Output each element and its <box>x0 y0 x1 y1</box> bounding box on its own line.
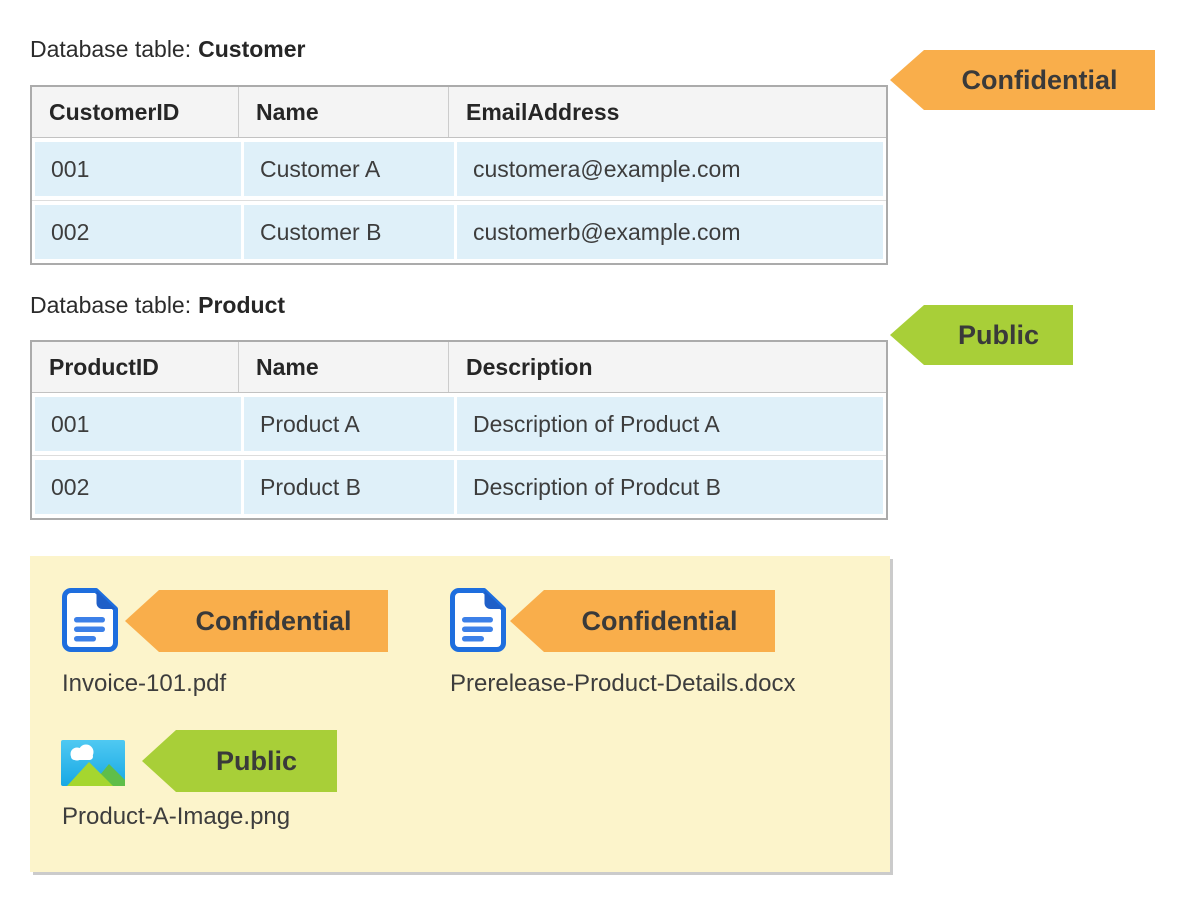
table-row: 001 Product A Description of Product A <box>35 397 883 451</box>
product-table-header-row: ProductID Name Description <box>32 342 886 393</box>
files-panel: Confidential Invoice-101.pdf Confidentia… <box>30 556 890 872</box>
public-flag-file3-label: Public <box>215 745 297 776</box>
product-table-header-name: Name <box>238 342 448 392</box>
customer-row1-name: Customer A <box>244 142 454 196</box>
row-divider <box>32 200 886 201</box>
customer-table-title: Database table:Customer <box>30 36 305 63</box>
confidential-flag-file2-label: Confidential <box>581 605 738 636</box>
product-row1-id: 001 <box>35 397 241 451</box>
customer-title-prefix: Database table: <box>30 36 192 62</box>
table-row: 002 Product B Description of Prodcut B <box>35 460 883 514</box>
customer-row1-email: customera@example.com <box>457 142 883 196</box>
customer-table-header-row: CustomerID Name EmailAddress <box>32 87 886 138</box>
customer-row1-id: 001 <box>35 142 241 196</box>
table-row: 001 Customer A customera@example.com <box>35 142 883 196</box>
product-row2-name: Product B <box>244 460 454 514</box>
table-row: 002 Customer B customerb@example.com <box>35 205 883 259</box>
product-row1-description: Description of Product A <box>457 397 883 451</box>
image-icon <box>61 740 125 786</box>
confidential-flag-file2: Confidential <box>510 590 775 652</box>
product-table-title: Database table:Product <box>30 292 285 319</box>
customer-table-header-emailaddress: EmailAddress <box>448 87 886 137</box>
product-title-name: Product <box>198 292 286 318</box>
public-flag-file3: Public <box>142 730 337 792</box>
product-row2-id: 002 <box>35 460 241 514</box>
public-flag-product: Public <box>890 305 1073 365</box>
customer-title-name: Customer <box>198 36 306 62</box>
row-divider <box>32 455 886 456</box>
product-row2-description: Description of Prodcut B <box>457 460 883 514</box>
confidential-flag-customer: Confidential <box>890 50 1155 110</box>
file-name-product-image: Product-A-Image.png <box>62 803 291 830</box>
product-table: ProductID Name Description 001 Product A… <box>30 340 888 520</box>
customer-row2-email: customerb@example.com <box>457 205 883 259</box>
confidential-flag-customer-label: Confidential <box>961 64 1118 95</box>
public-flag-product-label: Public <box>957 319 1039 350</box>
confidential-flag-file1: Confidential <box>125 590 388 652</box>
customer-row2-id: 002 <box>35 205 241 259</box>
customer-table-header-name: Name <box>238 87 448 137</box>
file-name-prerelease-details: Prerelease-Product-Details.docx <box>450 670 796 697</box>
customer-table-header-customerid: CustomerID <box>49 98 180 125</box>
confidential-flag-file1-label: Confidential <box>195 605 352 636</box>
document-icon <box>450 588 506 652</box>
document-icon <box>62 588 118 652</box>
product-title-prefix: Database table: <box>30 292 192 318</box>
file-name-invoice: Invoice-101.pdf <box>62 670 227 697</box>
product-table-header-description: Description <box>448 342 886 392</box>
product-row1-name: Product A <box>244 397 454 451</box>
customer-row2-name: Customer B <box>244 205 454 259</box>
customer-table: CustomerID Name EmailAddress 001 Custome… <box>30 85 888 265</box>
product-table-header-productid: ProductID <box>49 353 159 380</box>
